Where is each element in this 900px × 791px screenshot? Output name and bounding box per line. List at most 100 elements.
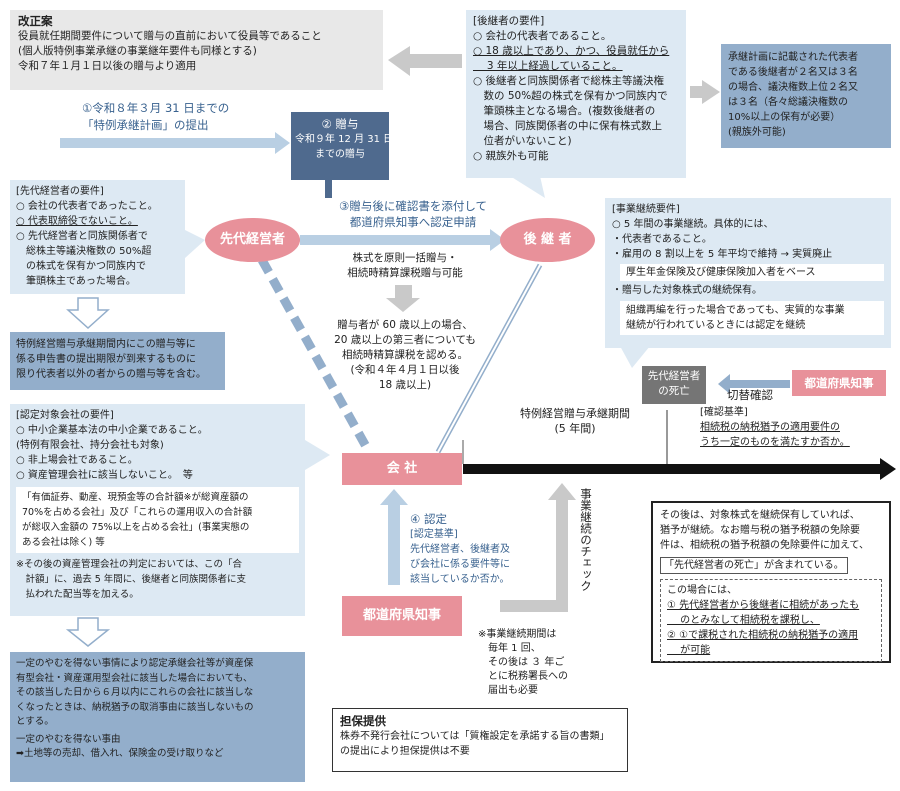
after-inner-line: ① 先代経営者から後継者に相続があったも	[667, 600, 860, 611]
after-line: 猶予が継続。なお贈与税の猶予税額の免除要	[660, 525, 860, 536]
arrow-step1	[60, 132, 290, 154]
prev-mgr-req-title: [先代経営者の要件]	[16, 186, 104, 197]
company-note-line: ※その後の資産管理会社の判定においては、この「合	[16, 559, 242, 570]
step2-box: ② 贈与 令和９年 12 月 31 日 までの贈与	[291, 112, 394, 180]
step4-line: び会社に係る要件等に	[410, 559, 510, 570]
gift-tax-line: 相続時精算課税贈与可能	[347, 267, 463, 279]
asset-line: 70%を占める会社」及び「これらの運用収入の合計額	[22, 507, 253, 518]
arrow-to-plan	[690, 80, 720, 104]
switch-label: 切替確認	[727, 388, 773, 402]
prev-mgr-req-item: 筆頭株主であった場合。	[16, 276, 136, 287]
successor-req-item: 位者がいないこと)	[473, 135, 572, 147]
after-line: 「先代経営者の死亡」が含まれている。	[660, 557, 848, 574]
timeline-bar	[463, 464, 883, 474]
successor-req-item: 3 年以上経過していること。	[473, 60, 623, 72]
business-req-title: [事業継続要件]	[612, 204, 680, 215]
after-inner-line: のとみなして相続税を課税し、	[667, 615, 820, 626]
check-note-line: とに税務署長への	[478, 671, 568, 682]
business-req-sub2: 組織再編を行った場合であっても、実質的な事業 継続が行われているときには認定を継…	[620, 301, 884, 335]
company-node: 会 社	[342, 453, 462, 485]
prev-manager-node: 先代経営者	[205, 218, 300, 262]
asset-line: が総収入金額の 75%以上を占める会社」(事業実態の	[22, 522, 250, 533]
switch-check: 切替確認	[727, 388, 773, 403]
unavoidable-line: 有型会社・資産運用型会社に該当した場合においても、	[16, 672, 253, 684]
successor-req-title: [後継者の要件]	[473, 15, 545, 27]
successor-requirements: [後継者の要件] ○ 会社の代表者であること。 ○ 18 歳以上であり、かつ、役…	[466, 10, 686, 178]
business-req-item: ・代表者であること。	[612, 234, 712, 245]
company-req-item: ○ 資産管理会社に該当しないこと。 等	[16, 470, 193, 481]
gift-tax-line: 相続時精算課税を認める。	[342, 349, 468, 361]
successor-node: 後 継 者	[500, 218, 595, 262]
gift-period-note: 特例経営贈与承継期間内にこの贈与等に 係る申告書の提出期限が到来するものに 限り…	[10, 332, 225, 390]
step3-label: ③贈与後に確認書を添付して 都道府県知事へ認定申請	[318, 198, 508, 230]
gift-tax-line: 18 歳以上)	[378, 379, 432, 391]
successor-req-item: ○ 親族外も可能	[473, 150, 549, 162]
after-box: その後は、対象株式を継続保有していれば、 猶予が継続。なお贈与税の猶予税額の免除…	[651, 501, 891, 663]
proposal-box: 改正案 役員就任期間要件について贈与の直前において役員等であること (個人版特例…	[10, 10, 383, 90]
prev-mgr-req-item: ○ 先代経営者と同族関係者で	[16, 231, 148, 242]
period-line: (5 年間)	[554, 422, 596, 435]
governor-node: 都道府県知事	[342, 596, 462, 636]
after-line: その後は、対象株式を継続保有していれば、	[660, 510, 860, 521]
proposal-line: 役員就任期間要件について贈与の直前において役員等であること	[18, 30, 322, 42]
asset-line: ある会社は除く) 等	[22, 537, 105, 548]
after-inner-line: ② ①で課税された相続税の納税猶予の適用	[667, 630, 859, 641]
successor-req-item: 数の 50%超の株式を保有かつ同族内で	[473, 90, 668, 102]
gift-tax-line: 20 歳以上の第三者についても	[334, 334, 476, 346]
step4-title: ④ 認定	[410, 512, 447, 526]
unavoidable-note: 一定のやむを得ない事情により認定承継会社等が資産保 有型会社・資産運用型会社に該…	[10, 652, 305, 782]
company-note-line: 計額」に、過去 5 年間に、後継者と同族関係者に支	[16, 574, 247, 585]
gift-tax-line: 贈与者が 60 歳以上の場合、	[337, 319, 473, 331]
successor-req-item: 筆頭株主となる場合。(複数後継者の	[473, 105, 656, 117]
step4-line: [認定基準]	[410, 529, 458, 540]
prev-mgr-company-link	[258, 257, 372, 453]
company-req-item: (特例有限会社、持分会社も対象)	[16, 440, 164, 451]
plan-note-line: (親族外可能)	[728, 127, 786, 138]
collateral-box: 担保提供 株券不発行会社については「質権設定を承諾する旨の書類」 の提出により担…	[332, 708, 628, 772]
gift-tax-note: 株式を原則一括贈与・ 相続時精算課税贈与可能	[330, 251, 480, 281]
proposal-title: 改正案	[18, 14, 53, 28]
after-inner-line: が可能	[667, 645, 711, 656]
plan-note: 承継計画に記載された代表者 である後継者が２名又は３名 の場合、議決権数上位２名…	[721, 44, 891, 148]
prev-mgr-req-item: ○ 代表取締役でないこと。	[16, 216, 138, 227]
arrow-to-proposal	[388, 46, 462, 76]
asset-company-box: 「有価証券、動産、現預金等の合計額※が総資産額の 70%を占める会社」及び「これ…	[16, 487, 299, 553]
gift-period-line: 特例経営贈与承継期間内にこの贈与等に	[16, 339, 196, 350]
company-note-line: 払われた配当等を加える。	[16, 589, 139, 600]
plan-note-line: である後継者が２名又は３名	[728, 67, 858, 78]
check-note-line: 届出も必要	[478, 685, 538, 696]
company-req-title: [認定対象会社の要件]	[16, 410, 114, 421]
business-continuity-requirements: [事業継続要件] ○ 5 年間の事業継続。具体的には、 ・代表者であること。 ・…	[605, 198, 891, 348]
company-req-item: ○ 非上場会社であること。	[16, 455, 138, 466]
criteria-line: うち一定のものを満たすか否か。	[700, 437, 850, 448]
successor-req-item: ○ 後継者と同族関係者で総株主等議決権	[473, 75, 664, 87]
company-req-item: ○ 中小企業基本法の中小企業であること。	[16, 425, 208, 436]
step1-line: ①令和８年３月 31 日までの	[82, 101, 230, 115]
after-inner-line: この場合には、	[667, 585, 737, 596]
business-req-sub: 厚生年金保険及び健康保険加入者をベース	[620, 264, 884, 281]
arrow-governor2	[718, 374, 790, 394]
business-req-sub-line: 継続が行われているときには認定を継続	[626, 320, 806, 331]
step3-line: ③贈与後に確認書を添付して	[339, 199, 487, 213]
unavoidable-sub: ➡土地等の売却、借入れ、保険金の受け取りなど	[16, 748, 224, 759]
plan-note-line: は３名（各々総議決権数の	[728, 97, 848, 108]
period-line: 特例経営贈与承継期間	[520, 407, 630, 420]
step1-line: 「特例承継計画」の提出	[82, 118, 209, 132]
death-line: 先代経営者	[647, 370, 701, 382]
plan-note-line: の場合、議決権数上位２名又	[728, 82, 858, 93]
business-req-item: ・雇用の 8 割以上を 5 年平均で維持 → 実質廃止	[612, 249, 833, 260]
gift-tax-line: 株式を原則一括贈与・	[352, 252, 458, 264]
gift-tax-line: (令和４年４月１日以後	[350, 364, 460, 376]
check-note-line: ※事業継続期間は	[478, 629, 557, 640]
collateral-line: の提出により担保提供は不要	[340, 746, 470, 757]
check-notes: ※事業継続期間は 毎年 1 回、 その後は ３ 年ご とに税務署長への 届出も必…	[478, 628, 598, 698]
gift-period-line: 係る申告書の提出期限が到来するものに	[16, 354, 196, 365]
company-requirements: [認定対象会社の要件] ○ 中小企業基本法の中小企業であること。 (特例有限会社…	[10, 404, 305, 616]
governor-node-2: 都道府県知事	[792, 370, 886, 396]
step1-label: ①令和８年３月 31 日までの 「特例承継計画」の提出	[82, 100, 282, 134]
collateral-title: 担保提供	[340, 714, 386, 728]
arrow-down-2	[65, 617, 111, 647]
step2-line: 令和９年 12 月 31 日	[295, 134, 394, 145]
asset-line: 「有価証券、動産、現預金等の合計額※が総資産額の	[22, 492, 249, 503]
